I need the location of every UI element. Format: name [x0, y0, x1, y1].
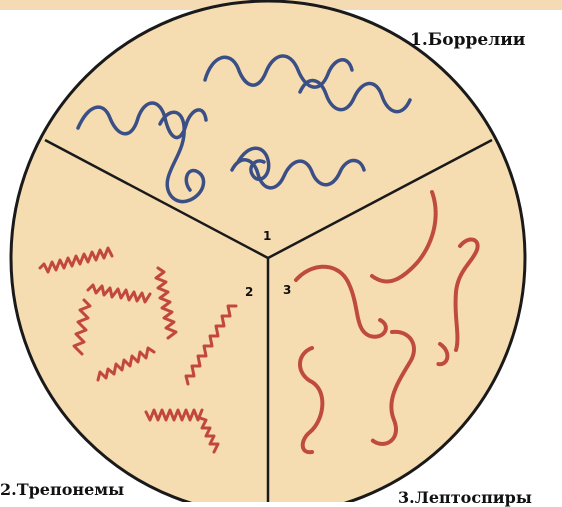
- sector-number-2: 2: [245, 285, 253, 299]
- label-borrelia: 1.Боррелии: [410, 30, 525, 50]
- label-treponema: 2.Трепонемы: [0, 480, 124, 499]
- label-leptospira: 3.Лептоспиры: [398, 488, 532, 507]
- sector-number-3: 3: [283, 283, 291, 297]
- sector-number-1: 1: [263, 229, 271, 243]
